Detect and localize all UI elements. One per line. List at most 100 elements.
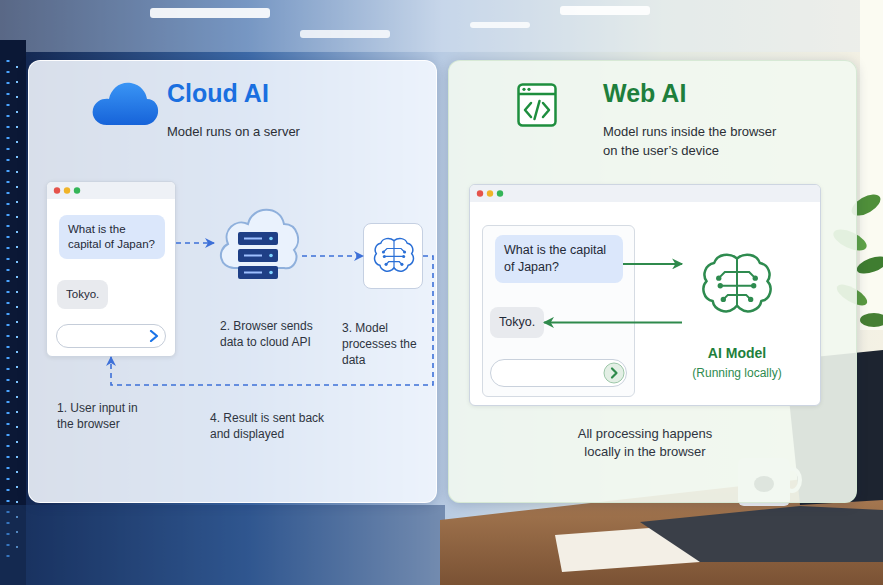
decoration xyxy=(54,187,60,193)
decoration xyxy=(716,276,721,281)
decoration xyxy=(525,101,549,119)
node-text: 3. Model processes the data xyxy=(342,320,430,369)
decoration xyxy=(372,233,416,279)
decoration xyxy=(383,241,404,268)
decoration xyxy=(527,88,530,91)
node-text: Cloud AI xyxy=(167,79,269,108)
text-holder: 1. User input in the browser xyxy=(57,400,141,432)
decoration xyxy=(402,255,405,258)
decoration xyxy=(0,40,26,585)
node-text: What is the capital of Japan? xyxy=(504,242,614,276)
flow-arrow xyxy=(302,255,363,257)
decoration xyxy=(721,297,726,302)
server-cloud-icon xyxy=(214,194,302,292)
decoration xyxy=(244,255,262,257)
decoration xyxy=(385,263,388,266)
text-holder: 3. Model processes the data xyxy=(342,320,430,369)
decoration xyxy=(151,331,157,341)
input-box xyxy=(56,324,166,348)
cloud-icon xyxy=(91,79,159,127)
brain-icon xyxy=(699,245,775,325)
node-subtext: Model runs inside the browser on the use… xyxy=(603,123,793,161)
flow-arrow xyxy=(176,242,214,244)
decoration xyxy=(703,255,770,312)
question-bubble: What is the capital of Japan? xyxy=(59,215,165,259)
decoration xyxy=(751,283,756,288)
text-holder: Model runs inside the browser on the use… xyxy=(603,123,793,161)
text-holder: All processing happens locally in the br… xyxy=(565,425,725,460)
window-title-bar xyxy=(47,182,175,199)
decoration xyxy=(16,66,18,560)
decoration xyxy=(403,251,406,254)
text-holder: Web AI xyxy=(603,79,686,108)
decoration xyxy=(487,190,493,196)
node-text: Web AI xyxy=(603,79,686,108)
text-holder: AI Model xyxy=(682,345,792,361)
flow-arrow xyxy=(623,263,682,265)
node-subtext: Model runs on a server xyxy=(167,123,407,142)
decoration xyxy=(522,88,525,91)
flow-arrow xyxy=(111,256,433,385)
decoration xyxy=(238,232,278,245)
decoration xyxy=(860,0,883,330)
decoration xyxy=(74,187,80,193)
decoration xyxy=(699,245,775,325)
decoration xyxy=(269,237,273,241)
decoration xyxy=(0,0,883,52)
decoration xyxy=(718,283,723,288)
decoration xyxy=(477,190,483,196)
decoration xyxy=(640,506,883,562)
node-text: Tokyo. xyxy=(499,314,535,331)
question-bubble: What is the capital of Japan? xyxy=(495,235,623,283)
decoration xyxy=(238,266,278,279)
decoration xyxy=(470,22,530,28)
decoration xyxy=(93,83,159,125)
cloud-server: 2. Browser sends data to cloud API xyxy=(214,194,302,292)
decoration xyxy=(7,60,10,560)
answer-bubble: Tokyo. xyxy=(57,280,108,309)
send-button xyxy=(603,362,625,384)
decoration xyxy=(519,85,556,126)
decoration xyxy=(753,276,758,281)
text-holder: (Running locally) xyxy=(682,366,792,380)
code-window-icon xyxy=(517,82,557,128)
decoration xyxy=(612,369,617,378)
decoration xyxy=(150,8,270,18)
node-text: AI Model xyxy=(682,345,792,361)
decoration xyxy=(560,6,650,15)
send-icon xyxy=(148,330,160,342)
decoration xyxy=(244,272,262,274)
window-title-bar xyxy=(470,185,820,202)
web-ai-panel: Web AI Model runs inside the browser on t… xyxy=(448,60,857,503)
decoration xyxy=(0,505,445,585)
node-text: 1. User input in the browser xyxy=(57,400,141,432)
decoration xyxy=(244,238,262,240)
node-text: What is the capital of Japan? xyxy=(68,222,156,252)
decoration xyxy=(47,182,175,199)
text-holder: Cloud AI xyxy=(167,79,269,108)
node-text: All processing happens locally in the br… xyxy=(565,425,725,460)
answer-bubble: Tokyo. xyxy=(490,307,544,338)
decoration xyxy=(382,251,385,254)
decoration xyxy=(748,297,753,302)
decoration xyxy=(300,30,390,38)
decoration xyxy=(719,258,755,305)
decoration xyxy=(860,313,883,327)
decoration xyxy=(497,190,503,196)
text-holder: 2. Browser sends data to cloud API xyxy=(220,318,328,350)
decoration xyxy=(375,238,414,271)
decoration xyxy=(470,194,820,202)
flow-arrow xyxy=(544,321,682,323)
text-holder: Model runs on a server xyxy=(167,123,407,142)
ai-model: AI Model (Running locally) xyxy=(682,245,792,390)
decoration xyxy=(64,187,70,193)
decoration xyxy=(470,185,820,202)
browser-window: All processing happens locally in the br… xyxy=(469,184,821,406)
decoration xyxy=(519,93,556,96)
browser-window: 1. User input in the browserWhat is the … xyxy=(46,181,176,357)
model-box: 3. Model processes the data xyxy=(363,223,423,289)
brain-icon xyxy=(372,233,416,279)
